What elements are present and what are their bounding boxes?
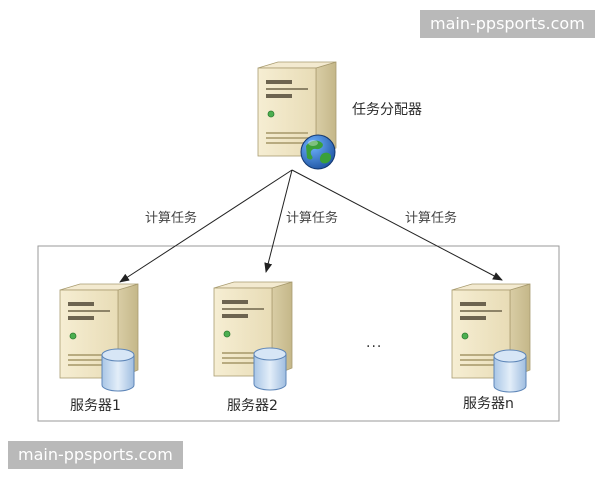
globe-icon bbox=[300, 134, 336, 170]
edge-to-server-n bbox=[291, 169, 503, 281]
server-1-icon bbox=[59, 283, 139, 392]
edge-label-2: 计算任务 bbox=[286, 211, 339, 226]
edge-to-server-1 bbox=[119, 169, 293, 283]
server-2-label: 服务器2 bbox=[227, 398, 278, 414]
server-n-label: 服务器n bbox=[463, 396, 514, 412]
database-icon bbox=[101, 348, 135, 392]
more-servers-ellipsis: ... bbox=[366, 335, 383, 351]
server-2-icon bbox=[213, 281, 293, 391]
server-group-border bbox=[37, 245, 560, 422]
edge-to-server-2 bbox=[264, 169, 293, 273]
dispatcher-server-icon bbox=[257, 61, 337, 170]
edge-label-3: 计算任务 bbox=[405, 211, 458, 226]
server-1-label: 服务器1 bbox=[70, 398, 121, 414]
database-icon bbox=[253, 347, 287, 391]
server-n-icon bbox=[451, 283, 531, 393]
watermark-top: main-ppsports.com bbox=[420, 10, 595, 38]
dispatcher-label: 任务分配器 bbox=[352, 102, 422, 118]
watermark-bottom: main-ppsports.com bbox=[8, 441, 183, 469]
database-icon bbox=[493, 349, 527, 393]
edge-label-1: 计算任务 bbox=[145, 211, 198, 226]
